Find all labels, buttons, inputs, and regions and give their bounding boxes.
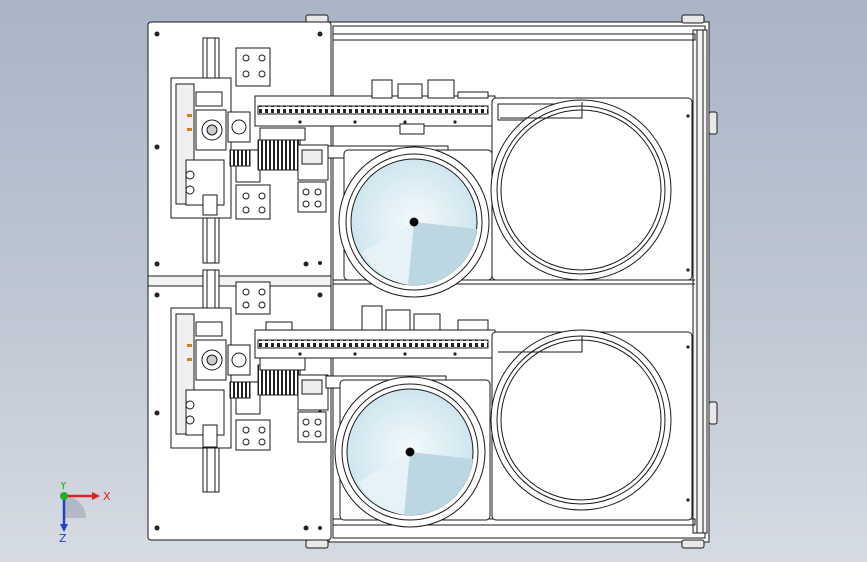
rotary-disc-top <box>338 146 490 298</box>
storage-ring-top <box>490 99 672 281</box>
x-arrowhead <box>92 492 100 500</box>
y-axis-label: Y <box>59 482 67 492</box>
rotary-disc-bottom <box>334 376 486 528</box>
x-axis-label: X <box>103 490 111 503</box>
arm-screws <box>298 114 690 502</box>
z-axis-label: Z <box>59 532 67 544</box>
coordinate-triad[interactable]: X Y Z <box>50 482 120 544</box>
mounting-tabs <box>305 14 718 549</box>
feeder-unit-bottom <box>170 269 496 493</box>
feeder-unit-top <box>170 37 496 264</box>
z-arrowhead <box>60 524 68 532</box>
triad-plane <box>64 496 86 518</box>
storage-ring-bottom <box>490 329 672 511</box>
y-axis-dot <box>60 492 68 500</box>
